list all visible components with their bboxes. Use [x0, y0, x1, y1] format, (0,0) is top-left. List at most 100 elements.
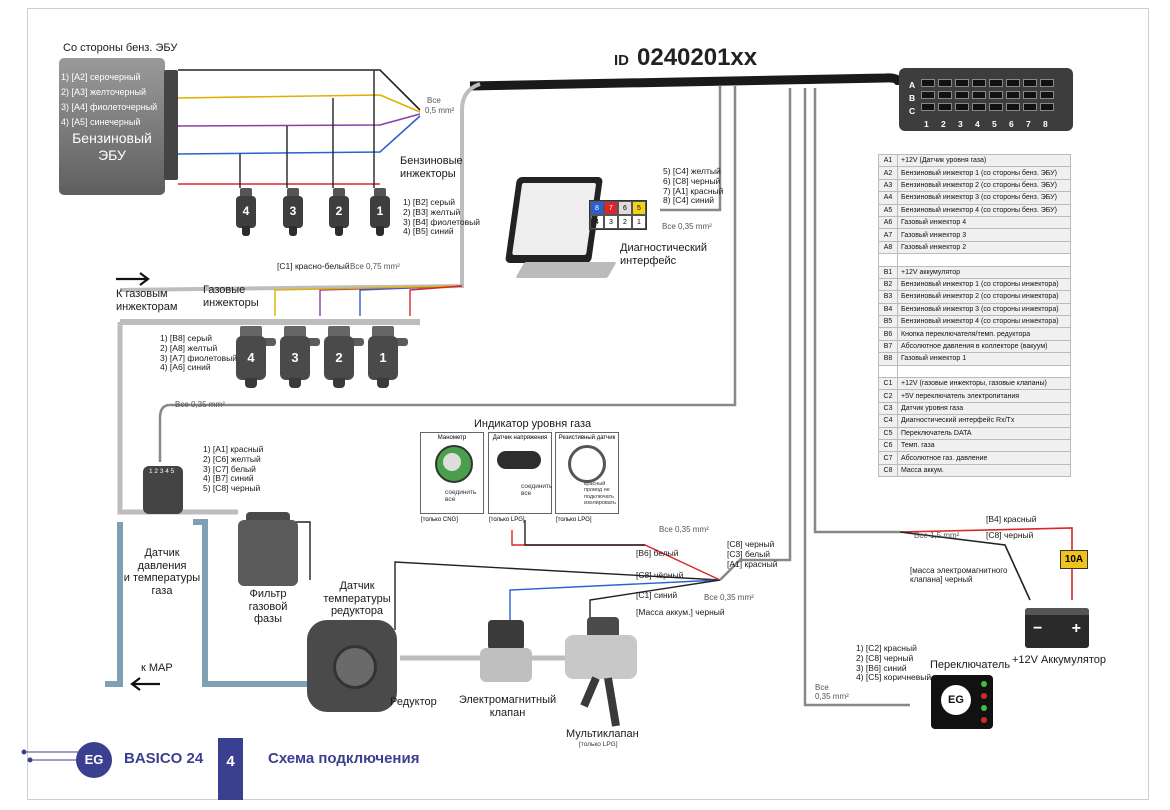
- battery-minus: −: [1033, 620, 1043, 637]
- resistive-sensor-panel: Резистивный датчик красный провод не под…: [555, 432, 619, 523]
- pin-code: C3: [878, 401, 898, 416]
- pin-description: Датчик уровня газа: [897, 401, 1071, 416]
- pin-table-row: B1+12V аккумулятор: [878, 265, 1071, 279]
- reducer-label: Редуктор: [390, 696, 437, 708]
- pin-description: +5V переключатель электропитания: [897, 389, 1071, 403]
- pin-code: A6: [878, 215, 898, 230]
- battery-label: +12V Аккумулятор: [1012, 654, 1106, 666]
- pin-code: A3: [878, 178, 898, 193]
- pin-code: B7: [878, 339, 898, 354]
- connector-col: 3: [958, 119, 963, 129]
- pin-description: +12V аккумулятор: [897, 265, 1071, 279]
- pin-description: Газовый инжектор 1: [897, 352, 1071, 366]
- harness-branch-gray: [119, 82, 481, 292]
- map-sensor-pins: 1 2 3 4 5: [149, 468, 175, 475]
- ecu-wire-4: 4) [A5] синечерный: [61, 117, 141, 127]
- pin-description: Бензиновый инжектор 2 (со стороны бенз. …: [897, 178, 1071, 193]
- petrol-injector-1: 1: [367, 188, 393, 236]
- pin-code: B4: [878, 302, 898, 317]
- multivalve-pipes: [580, 676, 620, 727]
- reducer-hose: [193, 519, 330, 687]
- connector-row-b: B: [909, 93, 916, 103]
- fuse-10a: 10A: [1060, 550, 1088, 569]
- level-indicator-wire-size: Все 0,35 mm²: [659, 525, 709, 534]
- ecu-connector: [164, 70, 178, 180]
- reducer-cable: [719, 88, 792, 581]
- id-value: 0240201xx: [637, 44, 758, 71]
- fuel-switch: EG: [931, 675, 993, 729]
- connector-row-c: C: [909, 106, 916, 116]
- wire-b6: [B6] белый: [636, 548, 679, 558]
- pin-description: [897, 253, 1071, 267]
- switch-led-green: [981, 705, 987, 711]
- pin-description: Газовый инжектор 4: [897, 215, 1071, 230]
- pin-description: Абсолютное газ. давление: [897, 451, 1071, 465]
- pin-code: A2: [878, 166, 898, 180]
- map-label: к MAP: [141, 662, 173, 674]
- pin-description: [897, 364, 1071, 379]
- pin-code: C6: [878, 438, 898, 453]
- level-indicator-title: Индикатор уровня газа: [474, 418, 592, 430]
- pin-code: A7: [878, 228, 898, 242]
- reducer-cap: [333, 645, 377, 689]
- pin-code: B8: [878, 352, 898, 366]
- id-prefix: ID: [614, 52, 629, 69]
- pin-table-row: C1+12V (газовые инжекторы, газовые клапа…: [878, 377, 1071, 391]
- pin-code: C8: [878, 463, 898, 478]
- pin-description: Масса аккум.: [897, 463, 1071, 478]
- pin-code: A1: [878, 153, 898, 168]
- connector-pin-grid: [921, 79, 1054, 111]
- gas-injector-wires: [274, 285, 463, 316]
- connector-col: 2: [941, 119, 946, 129]
- pin-description: Бензиновый инжектор 1 (со стороны бенз. …: [897, 166, 1071, 180]
- petrol-injector-drops: [239, 70, 375, 188]
- pin-description: Переключатель DATA: [897, 426, 1071, 441]
- solenoid-valve: [480, 620, 532, 694]
- switch-led-green: [981, 681, 987, 687]
- page-number: 4: [218, 738, 243, 800]
- wire-c8-black: [C8] чёрный: [636, 570, 684, 580]
- switch-title: Переключатель: [930, 659, 1011, 671]
- pin-description: Бензиновый инжектор 4 (со стороны инжект…: [897, 315, 1071, 329]
- pin-description: Газовый инжектор 3: [897, 228, 1071, 242]
- diagnostic-connector: 8 7 6 5 4 3 2 1: [589, 200, 647, 230]
- battery-wire-b4: [B4] красный: [986, 514, 1037, 524]
- pin-description: +12V (Датчик уровня газа): [897, 153, 1071, 168]
- ecu-wire-size-2: 0,5 mm²: [425, 106, 455, 115]
- harness-connector: [899, 68, 1073, 131]
- multivalve-label: Мультиклапан: [566, 728, 639, 740]
- battery-icon: − +: [1025, 608, 1089, 648]
- connector-col: 4: [975, 119, 980, 129]
- gas-injector-2: 2: [324, 326, 364, 388]
- gas-common-wire: [C1] красно-белый: [277, 261, 350, 271]
- pin-code: C1: [878, 377, 898, 391]
- petrol-ecu: 1) [A2] серочерный 2) [A3] желточерный 3…: [59, 58, 178, 195]
- pin-description: Кнопка переключателя/темп. редуктора: [897, 327, 1071, 341]
- connector-col: 5: [992, 119, 997, 129]
- pin-code: B6: [878, 327, 898, 341]
- gas-injector-4: 4: [236, 326, 276, 388]
- map-hose: [105, 522, 123, 687]
- pin-description: Абсолютное давления в коллекторе (вакуум…: [897, 339, 1071, 354]
- pin-code: C4: [878, 414, 898, 428]
- pin-code: A4: [878, 191, 898, 205]
